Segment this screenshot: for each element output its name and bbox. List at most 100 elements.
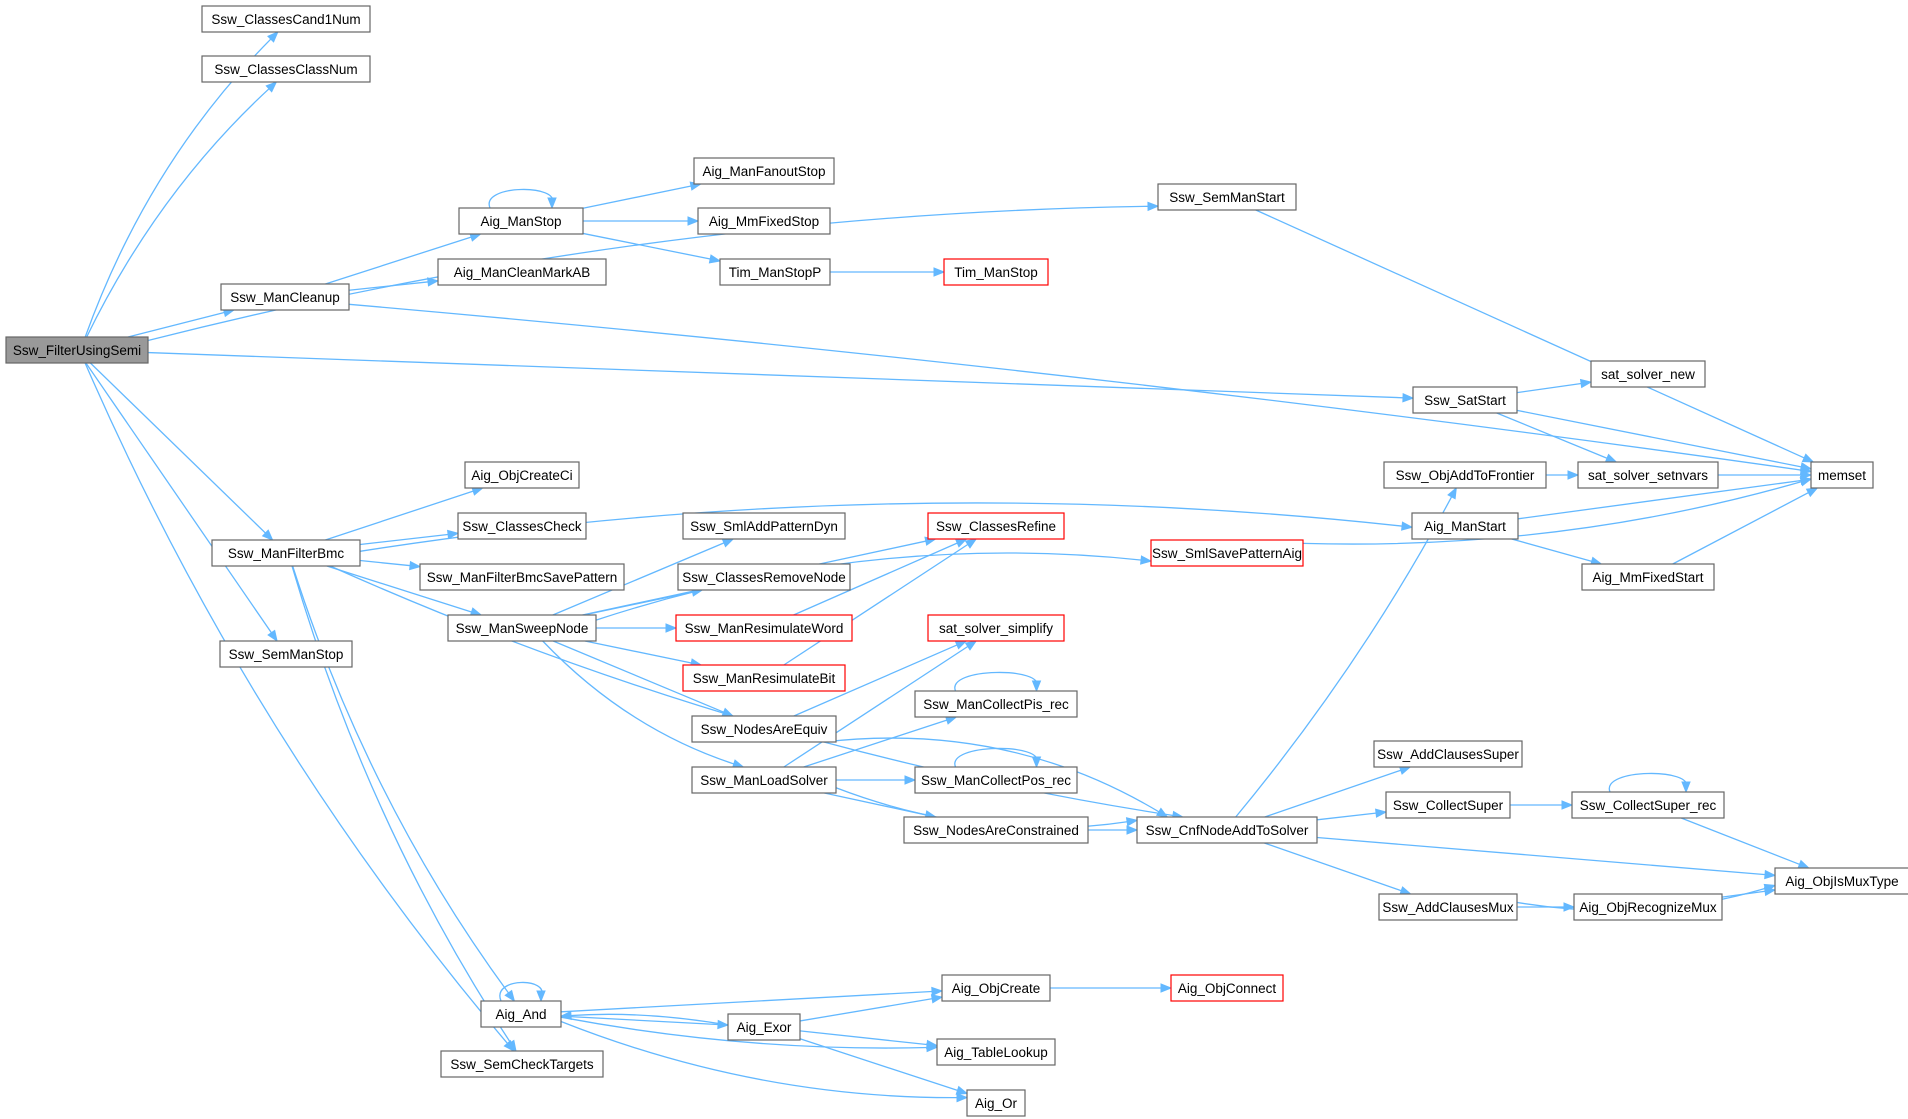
- edge-sweepnode-to-savepataig: [595, 552, 1153, 621]
- edge-filterbmc-to-and: [292, 565, 516, 1003]
- node-label: Ssw_ClassesRemoveNode: [682, 570, 846, 585]
- edge-and-to-and: [499, 981, 546, 1003]
- node-nodesequiv[interactable]: Ssw_NodesAreEquiv: [691, 715, 837, 743]
- node-memset[interactable]: memset: [1810, 461, 1874, 489]
- edge-satstart-to-setnvars: [1496, 412, 1618, 463]
- node-manstop[interactable]: Aig_ManStop: [458, 207, 584, 235]
- node-simplify[interactable]: sat_solver_simplify: [927, 614, 1065, 642]
- node-exor[interactable]: Aig_Exor: [727, 1013, 801, 1041]
- edge-and-to-or: [560, 1020, 969, 1103]
- node-label: Ssw_ManFilterBmcSavePattern: [427, 570, 618, 585]
- node-cand1[interactable]: Ssw_ClassesCand1Num: [201, 5, 371, 33]
- edge-loadsolver-to-constrained: [824, 792, 937, 820]
- node-and[interactable]: Aig_And: [480, 1000, 562, 1028]
- node-collectpis[interactable]: Ssw_ManCollectPis_rec: [914, 690, 1078, 718]
- edge-filterbmc-to-semcheck: [291, 565, 517, 1053]
- node-label: memset: [1818, 468, 1866, 483]
- node-setnvars[interactable]: sat_solver_setnvars: [1577, 461, 1719, 489]
- node-label: Ssw_ObjAddToFrontier: [1396, 468, 1535, 483]
- node-addsuper[interactable]: Ssw_AddClausesSuper: [1373, 740, 1523, 768]
- edge-collectsuper-to-collectsuperrec: [1510, 800, 1574, 810]
- node-label: Ssw_ManLoadSolver: [700, 773, 828, 788]
- node-label: Ssw_SemManStop: [229, 647, 344, 662]
- node-removenode[interactable]: Ssw_ClassesRemoveNode: [677, 563, 851, 591]
- node-sweepnode[interactable]: Ssw_ManSweepNode: [447, 614, 597, 642]
- node-classnum[interactable]: Ssw_ClassesClassNum: [201, 55, 371, 83]
- node-label: Aig_ManStart: [1424, 519, 1506, 534]
- node-timstopp[interactable]: Tim_ManStopP: [719, 258, 831, 286]
- node-label: Aig_ManStop: [480, 214, 561, 229]
- node-label: Ssw_SemCheckTargets: [450, 1057, 594, 1072]
- node-objcreate[interactable]: Aig_ObjCreate: [941, 974, 1051, 1002]
- node-collectsuper[interactable]: Ssw_CollectSuper: [1385, 791, 1511, 819]
- node-label: Tim_ManStopP: [729, 265, 822, 280]
- node-manstart[interactable]: Aig_ManStart: [1411, 512, 1519, 540]
- node-resimword[interactable]: Ssw_ManResimulateWord: [675, 614, 853, 642]
- edge-addfrontier-to-setnvars: [1545, 470, 1580, 480]
- node-loadsolver[interactable]: Ssw_ManLoadSolver: [691, 766, 837, 794]
- node-label: sat_solver_setnvars: [1588, 468, 1708, 483]
- node-label: Ssw_ClassesClassNum: [214, 62, 357, 77]
- node-bmcsave[interactable]: Ssw_ManFilterBmcSavePattern: [419, 563, 625, 591]
- node-collectpos[interactable]: Ssw_ManCollectPos_rec: [914, 766, 1078, 794]
- node-semcheck[interactable]: Ssw_SemCheckTargets: [440, 1050, 604, 1078]
- node-cleanup[interactable]: Ssw_ManCleanup: [220, 283, 350, 311]
- edge-savepataig-to-memset: [1302, 477, 1813, 545]
- edge-setnvars-to-memset: [1717, 470, 1813, 480]
- edge-resimword-to-classrefine: [793, 538, 968, 616]
- node-label: Ssw_ClassesRefine: [936, 519, 1056, 534]
- node-cnfadd[interactable]: Ssw_CnfNodeAddToSolver: [1136, 816, 1318, 844]
- edge-collectpos-to-collectpos: [954, 747, 1042, 769]
- node-or[interactable]: Aig_Or: [966, 1089, 1026, 1117]
- node-classcheck[interactable]: Ssw_ClassesCheck: [457, 512, 587, 540]
- node-tablelookup[interactable]: Aig_TableLookup: [936, 1038, 1056, 1066]
- edge-filter-to-semcheck: [84, 362, 515, 1053]
- node-label: Ssw_CnfNodeAddToSolver: [1146, 823, 1309, 838]
- node-label: Ssw_ManCollectPos_rec: [921, 773, 1071, 788]
- edge-resimbit-to-classrefine: [783, 538, 978, 666]
- node-satnew[interactable]: sat_solver_new: [1590, 360, 1706, 388]
- edge-filter-to-classnum: [86, 81, 278, 338]
- node-mmfixedstop[interactable]: Aig_MmFixedStop: [697, 207, 831, 235]
- node-addfrontier[interactable]: Ssw_ObjAddToFrontier: [1383, 461, 1547, 489]
- edge-manstop-to-fanoutstop: [582, 181, 703, 209]
- node-resimbit[interactable]: Ssw_ManResimulateBit: [682, 664, 846, 692]
- node-recognizemux[interactable]: Aig_ObjRecognizeMux: [1573, 893, 1723, 921]
- node-label: Ssw_SemManStart: [1169, 190, 1285, 205]
- node-label: Aig_ObjCreate: [952, 981, 1041, 996]
- node-label: Aig_Or: [975, 1096, 1018, 1111]
- node-label: Tim_ManStop: [954, 265, 1038, 280]
- node-savepataig[interactable]: Ssw_SmlSavePatternAig: [1150, 539, 1304, 567]
- node-semstart[interactable]: Ssw_SemManStart: [1157, 183, 1297, 211]
- edge-filter-to-satstart: [147, 351, 1415, 403]
- edge-recognizemux-to-ismux: [1721, 886, 1777, 898]
- node-mmfixedstart[interactable]: Aig_MmFixedStart: [1581, 563, 1715, 591]
- edge-mmfixedstart-to-memset: [1672, 487, 1819, 565]
- node-label: Ssw_ClassesCand1Num: [211, 12, 360, 27]
- node-filterbmc[interactable]: Ssw_ManFilterBmc: [211, 539, 361, 567]
- node-satstart[interactable]: Ssw_SatStart: [1412, 386, 1518, 414]
- node-constrained[interactable]: Ssw_NodesAreConstrained: [903, 816, 1089, 844]
- node-label: Ssw_SmlSavePatternAig: [1152, 546, 1302, 561]
- node-label: Ssw_SatStart: [1424, 393, 1506, 408]
- node-semstop[interactable]: Ssw_SemManStop: [219, 640, 353, 668]
- node-ismux[interactable]: Aig_ObjIsMuxType: [1774, 867, 1908, 895]
- node-fanoutstop[interactable]: Aig_ManFanoutStop: [693, 157, 835, 185]
- edge-filter-to-filterbmc: [89, 362, 274, 541]
- edge-filter-to-semstop: [85, 362, 278, 643]
- edge-exor-to-tablelookup: [799, 1030, 939, 1050]
- node-createci[interactable]: Aig_ObjCreateCi: [464, 461, 580, 489]
- edge-nodesequiv-to-cnfadd: [823, 737, 1169, 818]
- node-collectsuperrec[interactable]: Ssw_CollectSuper_rec: [1571, 791, 1725, 819]
- node-classrefine[interactable]: Ssw_ClassesRefine: [927, 512, 1065, 540]
- node-addpatdyn[interactable]: Ssw_SmlAddPatternDyn: [682, 512, 846, 540]
- node-filter[interactable]: Ssw_FilterUsingSemi: [5, 336, 149, 364]
- node-timstop[interactable]: Tim_ManStop: [943, 258, 1049, 286]
- node-addmux[interactable]: Ssw_AddClausesMux: [1378, 893, 1518, 921]
- node-cleanmark[interactable]: Aig_ManCleanMarkAB: [437, 258, 607, 286]
- node-connect[interactable]: Aig_ObjConnect: [1170, 974, 1284, 1002]
- node-label: Ssw_AddClausesMux: [1382, 900, 1514, 915]
- edge-manstart-to-mmfixedstart: [1511, 538, 1603, 566]
- node-label: Ssw_FilterUsingSemi: [13, 343, 141, 358]
- node-label: Ssw_CollectSuper: [1393, 798, 1504, 813]
